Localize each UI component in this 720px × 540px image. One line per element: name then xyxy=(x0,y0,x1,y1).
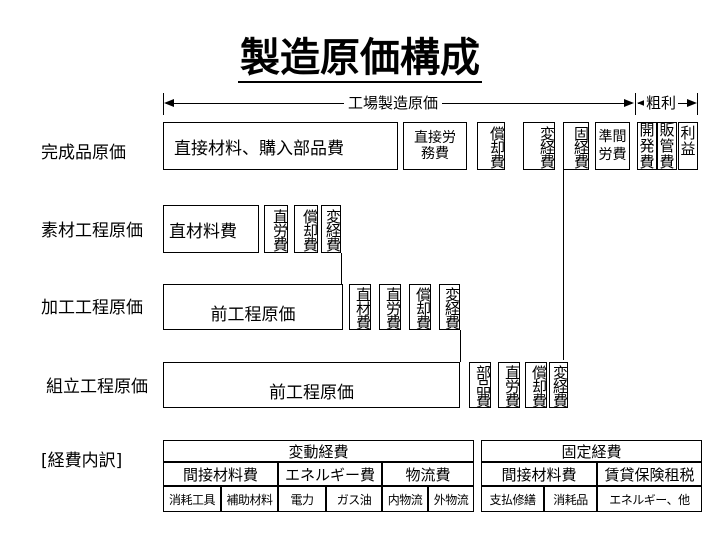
scope-left-tick xyxy=(163,93,164,115)
processing-main-label: 前工程原価 xyxy=(210,305,296,325)
fixed-item-1: 消耗品 xyxy=(544,486,597,512)
variable-expense-title: 変動経費 xyxy=(163,440,474,462)
variable-item-0: 消耗工具 xyxy=(163,486,221,512)
factory-cost-label: 工場製造原価 xyxy=(344,94,443,112)
assembly-item-2: 償却費 xyxy=(525,362,547,408)
finished-direct-labor-label: 直接労務費 xyxy=(414,130,456,162)
finished-item-1: 変経費 xyxy=(523,122,555,170)
breakdown-label: [経費内訳] xyxy=(41,451,123,471)
fixed-expense-title: 固定経費 xyxy=(481,440,702,462)
gross-profit-label: 粗利 xyxy=(644,94,679,112)
material-item-0: 直労費 xyxy=(264,205,288,253)
factory-cost-arrow-left xyxy=(164,99,174,107)
row-label-assembly: 組立工程原価 xyxy=(46,377,148,397)
variable-item-5: 外物流 xyxy=(428,486,474,512)
finished-item-5-label: 販管費 xyxy=(659,121,675,171)
gross-profit-arrow-right xyxy=(687,99,697,107)
finished-item-4: 開発費 xyxy=(637,122,657,170)
variable-group-2: 物流費 xyxy=(382,462,474,486)
variable-item-1: 補助材料 xyxy=(221,486,278,512)
fixed-group-0: 間接材料費 xyxy=(481,462,597,486)
assembly-main-label: 前工程原価 xyxy=(269,383,354,403)
finished-item-6-label: 利益 xyxy=(680,124,696,158)
processing-item-0: 直材費 xyxy=(349,284,371,330)
assembly-item-1: 直労費 xyxy=(498,362,520,408)
scope-right-tick xyxy=(697,93,698,115)
material-item-1: 償却費 xyxy=(294,205,318,253)
finished-item-2: 固経費 xyxy=(563,122,589,170)
variable-group-0: 間接材料費 xyxy=(163,462,278,486)
row-label-material: 素材工程原価 xyxy=(41,221,143,241)
variable-group-1: エネルギー費 xyxy=(278,462,382,486)
material-item-2: 変経費 xyxy=(321,205,341,253)
assembly-item-3: 変経費 xyxy=(549,362,568,408)
connector-fixed-cost xyxy=(563,170,564,360)
scope-mid-tick xyxy=(635,93,636,115)
connector-processing-to-assembly xyxy=(460,330,461,362)
assembly-item-0: 部品費 xyxy=(469,362,491,408)
finished-item-0: 償却費 xyxy=(477,122,505,170)
fixed-item-2: エネルギー、他 xyxy=(597,486,702,512)
gross-profit-arrow-left xyxy=(637,99,647,107)
finished-item-6: 利益 xyxy=(678,122,698,170)
finished-main-box: 直接材料、購入部品費 xyxy=(163,122,398,170)
processing-main-box: 前工程原価 xyxy=(163,284,343,330)
finished-item-3-label: 準間労費 xyxy=(598,129,627,163)
row-label-processing: 加工工程原価 xyxy=(41,298,143,318)
row-label-finished: 完成品原価 xyxy=(41,143,126,163)
material-main-box: 直材料費 xyxy=(163,205,259,253)
variable-item-3: ガス油 xyxy=(326,486,382,512)
processing-item-3: 変経費 xyxy=(439,284,460,330)
finished-direct-labor-box: 直接労務費 xyxy=(403,122,467,170)
assembly-main-box: 前工程原価 xyxy=(163,362,460,408)
fixed-group-1: 賃貸保険租税 xyxy=(597,462,702,486)
processing-item-2: 償却費 xyxy=(409,284,431,330)
page-title: 製造原価構成 xyxy=(238,35,482,83)
finished-item-5: 販管費 xyxy=(657,122,677,170)
connector-material-to-processing xyxy=(341,253,342,285)
variable-item-2: 電力 xyxy=(278,486,326,512)
finished-item-4-label: 開発費 xyxy=(639,121,655,171)
variable-item-4: 内物流 xyxy=(382,486,428,512)
finished-item-3: 準間労費 xyxy=(595,122,630,170)
fixed-item-0: 支払修繕 xyxy=(481,486,544,512)
processing-item-1: 直労費 xyxy=(379,284,401,330)
factory-cost-arrow-right xyxy=(624,99,634,107)
